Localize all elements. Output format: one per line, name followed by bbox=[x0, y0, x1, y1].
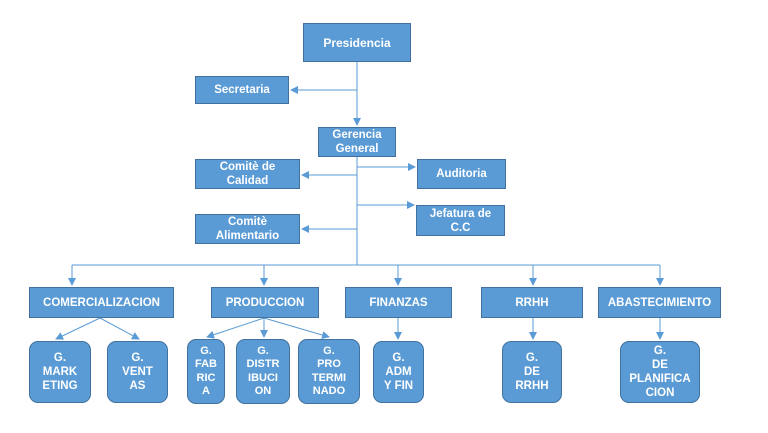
node-abastecimiento: ABASTECIMIENTO bbox=[598, 287, 721, 318]
node-g-proterminado: G. PRO TERMI NADO bbox=[298, 339, 360, 404]
node-g-fabrica: G. FAB RIC A bbox=[187, 339, 225, 404]
node-presidencia: Presidencia bbox=[303, 23, 411, 62]
node-finanzas: FINANZAS bbox=[345, 287, 452, 318]
node-comite-calidad: Comitè de Calidad bbox=[195, 159, 300, 189]
node-g-distribucion: G. DISTR IBUCI ON bbox=[236, 339, 290, 404]
node-comercializacion: COMERCIALIZACION bbox=[29, 287, 174, 318]
connector-marketing bbox=[55, 317, 101, 340]
node-auditoria: Auditoria bbox=[417, 159, 506, 189]
node-gerencia-general: Gerencia General bbox=[318, 127, 396, 157]
node-g-admyfin: G. ADM Y FIN bbox=[373, 341, 424, 403]
node-g-planificacion: G. DE PLANIFICA CION bbox=[620, 341, 700, 403]
node-comite-alimentario: Comitè Alimentario bbox=[195, 214, 300, 244]
node-produccion: PRODUCCION bbox=[211, 287, 319, 318]
node-secretaria: Secretaria bbox=[195, 76, 289, 104]
node-jefatura-cc: Jefatura de C.C bbox=[416, 205, 505, 236]
connector-ventas bbox=[99, 317, 140, 340]
node-g-marketing: G. MARK ETING bbox=[29, 341, 91, 403]
node-g-ventas: G. VENT AS bbox=[107, 341, 168, 403]
connector-proterminado bbox=[263, 317, 330, 339]
connector-fabrica bbox=[206, 317, 265, 339]
node-g-derrhh: G. DE RRHH bbox=[502, 341, 562, 403]
node-rrhh: RRHH bbox=[481, 287, 583, 318]
